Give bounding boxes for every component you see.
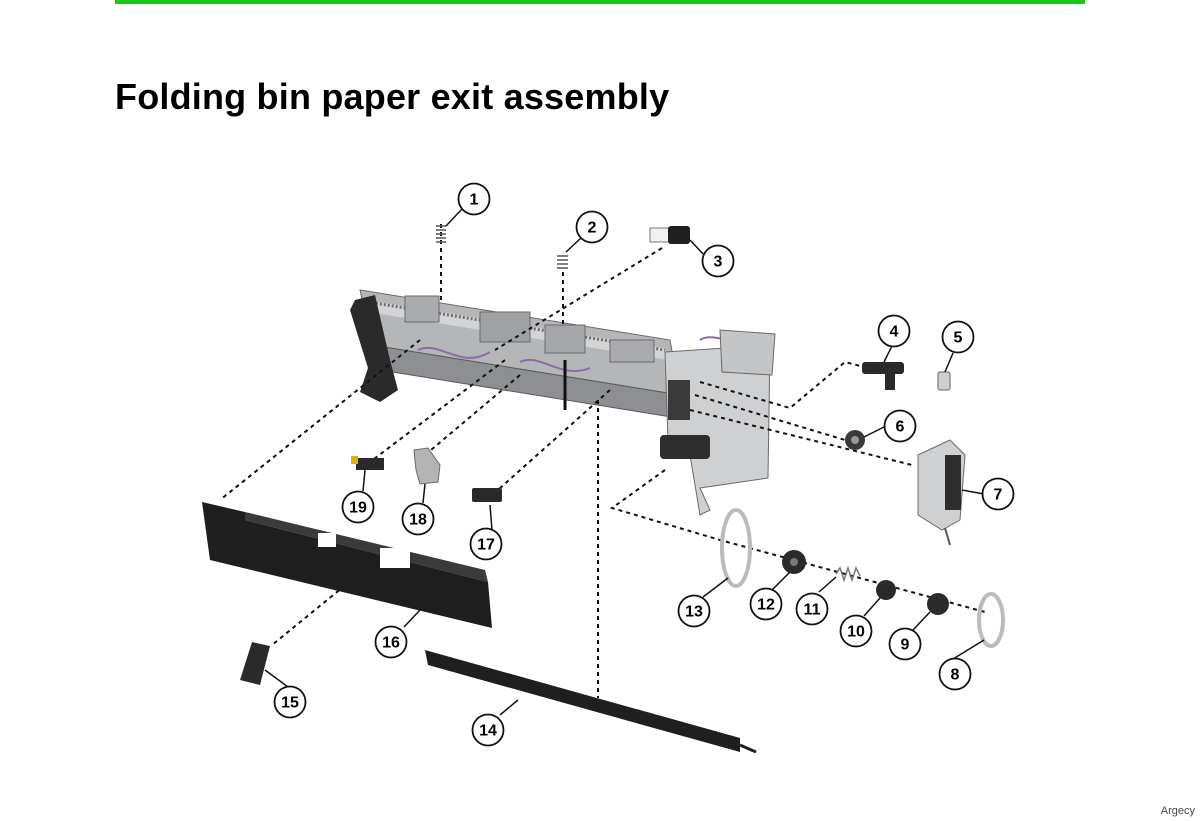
callout-19: 19: [341, 490, 375, 524]
belt-part-13: [720, 508, 752, 588]
callout-1: 1: [457, 182, 491, 216]
callout-pointers: [264, 208, 985, 716]
callout-label: 7: [994, 487, 1003, 504]
callout-label: 2: [588, 220, 597, 237]
callout-11: 11: [795, 592, 829, 626]
callout-5: 5: [941, 320, 975, 354]
shaft-part-3: [649, 226, 690, 244]
gear-part-6: [845, 430, 865, 450]
callout-16: 16: [374, 625, 408, 659]
lever-part-4: [862, 362, 904, 390]
gear-part-10: [876, 580, 896, 600]
callout-6: 6: [883, 409, 917, 443]
bracket-part-15: [240, 642, 270, 685]
callout-13: 13: [677, 594, 711, 628]
callout-label: 3: [714, 254, 723, 271]
callout-2: 2: [575, 210, 609, 244]
callout-label: 17: [477, 537, 495, 554]
spring-part-11: [835, 565, 861, 583]
callout-18: 18: [401, 502, 435, 536]
switch-part-19: [351, 456, 384, 470]
callout-label: 13: [685, 604, 703, 621]
callout-label: 12: [757, 597, 775, 614]
callout-label: 10: [847, 624, 865, 641]
callout-label: 16: [382, 635, 400, 652]
callout-label: 5: [954, 330, 963, 347]
spring-part-1: [436, 225, 446, 243]
spring-part-2: [557, 255, 568, 269]
callout-label: 4: [890, 324, 899, 341]
sensor-part-17: [472, 488, 502, 502]
callout-10: 10: [839, 614, 873, 648]
callout-14: 14: [471, 713, 505, 747]
callout-label: 18: [409, 512, 427, 529]
guide-rail-part-14: [425, 650, 757, 754]
callout-12: 12: [749, 587, 783, 621]
callout-9: 9: [888, 627, 922, 661]
callout-label: 1: [470, 192, 479, 209]
leader-lines: [219, 224, 986, 698]
callout-label: 8: [951, 667, 960, 684]
callout-label: 15: [281, 695, 299, 712]
belt-part-8: [977, 592, 1005, 648]
gear-part-12: [782, 550, 806, 574]
callout-15: 15: [273, 685, 307, 719]
callout-7: 7: [981, 477, 1015, 511]
paper-guide-part-16: [202, 502, 492, 628]
gear-part-9: [927, 593, 949, 615]
motor-part-7: [917, 439, 966, 546]
callout-17: 17: [469, 527, 503, 561]
callout-8: 8: [938, 657, 972, 691]
actuator-part-18: [413, 447, 441, 485]
page-title: Folding bin paper exit assembly: [115, 76, 670, 117]
callout-label: 9: [901, 637, 910, 654]
callout-label: 11: [804, 602, 821, 619]
callout-4: 4: [877, 314, 911, 348]
callout-label: 6: [896, 419, 905, 436]
callout-label: 19: [349, 500, 367, 517]
callout-3: 3: [701, 244, 735, 278]
watermark: Argecy: [1160, 805, 1195, 817]
top-accent-rule: [115, 0, 1085, 4]
callout-label: 14: [479, 723, 497, 740]
screw-part-5: [937, 371, 951, 391]
main-frame-assembly: [350, 289, 776, 516]
